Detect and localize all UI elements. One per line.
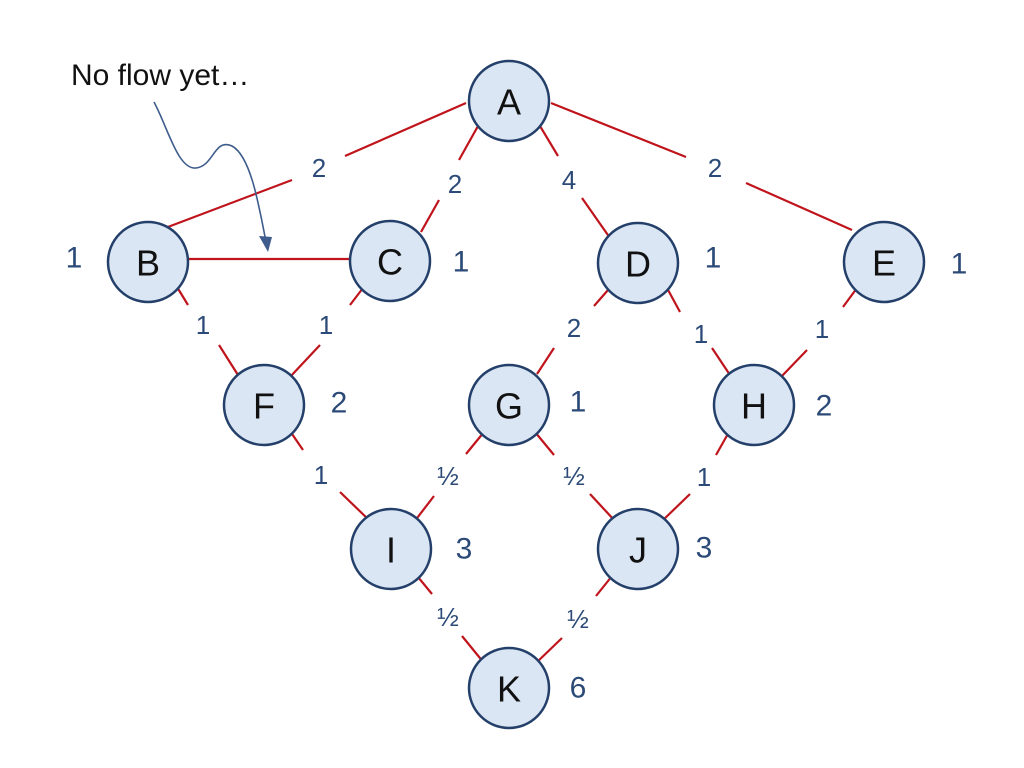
node-score-k: 6 — [570, 672, 587, 705]
edge-weight-f-i: 1 — [314, 460, 328, 490]
edge-weight-e-h: 1 — [815, 314, 829, 344]
edge-weight-a-b: 2 — [312, 153, 326, 183]
edge-weight-a-d: 4 — [562, 165, 576, 195]
node-score-e: 1 — [951, 248, 968, 281]
edge-d-g — [536, 289, 609, 375]
node-i: I — [349, 507, 433, 591]
edge-weight-g-i: ½ — [437, 461, 459, 491]
node-score-c: 1 — [453, 246, 470, 279]
node-label-k: K — [497, 669, 521, 710]
node-label-j: J — [629, 530, 647, 571]
edge-a-c — [420, 125, 479, 233]
edge-weight-d-g: 2 — [567, 313, 581, 343]
node-label-a: A — [497, 82, 521, 123]
edge-weight-d-h: 1 — [694, 319, 708, 349]
node-c: C — [348, 219, 432, 303]
node-scores: 1 1 1 1 2 1 2 3 3 6 — [66, 242, 968, 705]
node-g: G — [467, 363, 551, 447]
nodes: A B C D E F G H — [106, 59, 926, 730]
edge-a-e — [550, 101, 853, 232]
edge-weight-g-j: ½ — [563, 461, 585, 491]
edge-c-f — [289, 287, 364, 378]
node-k: K — [467, 646, 551, 730]
node-score-i: 3 — [456, 533, 473, 566]
edge-g-j — [534, 431, 616, 522]
node-label-b: B — [136, 243, 160, 284]
node-label-g: G — [495, 386, 523, 427]
edge-weight-b-f: 1 — [196, 310, 210, 340]
node-a: A — [467, 59, 551, 143]
node-b: B — [106, 220, 190, 304]
edge-weight-a-e: 2 — [708, 153, 722, 183]
node-score-j: 3 — [696, 532, 713, 565]
annotation-text: No flow yet… — [71, 59, 249, 92]
node-d: D — [596, 221, 680, 305]
edge-weight-j-k: ½ — [567, 604, 589, 634]
node-f: F — [222, 363, 306, 447]
node-label-d: D — [625, 244, 651, 285]
node-e: E — [842, 220, 926, 304]
edge-weight-i-k: ½ — [437, 602, 459, 632]
edge-b-f — [176, 286, 239, 376]
node-score-b: 1 — [66, 242, 83, 275]
node-label-f: F — [253, 386, 275, 427]
edge-a-b — [151, 101, 467, 235]
edge-j-k — [534, 575, 613, 665]
edge-f-i — [289, 430, 371, 522]
edge-e-h — [780, 287, 858, 378]
edge-weight-a-c: 2 — [448, 169, 462, 199]
node-score-f: 2 — [331, 387, 348, 420]
edge-h-j — [659, 431, 730, 524]
edge-weights: 2 2 4 2 1 1 2 1 1 1 ½ ½ 1 ½ ½ — [196, 153, 829, 634]
node-score-g: 1 — [570, 386, 587, 419]
node-label-i: I — [386, 530, 396, 571]
annotation: No flow yet… — [71, 59, 272, 252]
node-j: J — [596, 507, 680, 591]
edge-weight-h-j: 1 — [697, 462, 711, 492]
node-label-e: E — [872, 243, 896, 284]
edge-weight-c-f: 1 — [319, 310, 333, 340]
edge-a-d — [539, 125, 611, 239]
node-score-h: 2 — [816, 390, 833, 423]
node-h: H — [712, 363, 796, 447]
node-label-h: H — [741, 386, 767, 427]
arrowhead-icon — [259, 236, 272, 252]
node-label-c: C — [377, 242, 403, 283]
annotation-arrow — [153, 101, 267, 243]
node-score-d: 1 — [705, 242, 722, 275]
